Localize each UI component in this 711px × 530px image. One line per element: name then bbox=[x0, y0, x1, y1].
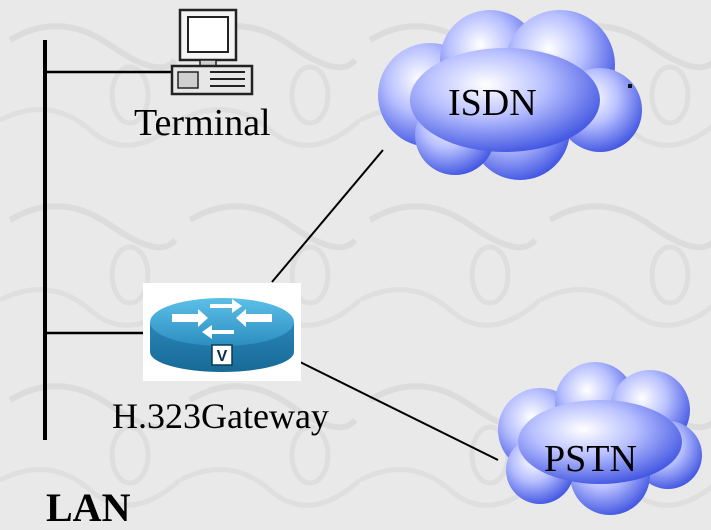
pstn-cloud-icon bbox=[498, 362, 702, 515]
router-badge: V bbox=[217, 348, 228, 365]
isdn-cloud-icon bbox=[378, 10, 642, 180]
stray-dot bbox=[628, 84, 632, 88]
gateway-isdn-link bbox=[271, 149, 384, 283]
computer-terminal-icon bbox=[170, 8, 254, 96]
gateway-pstn-link bbox=[299, 361, 499, 461]
pstn-label: PSTN bbox=[544, 438, 637, 480]
terminal-label: Terminal bbox=[134, 102, 271, 144]
gateway-label: H.323Gateway bbox=[112, 396, 329, 436]
voice-router-icon: V bbox=[143, 283, 301, 381]
isdn-label: ISDN bbox=[448, 82, 537, 124]
lan-label: LAN bbox=[46, 485, 131, 530]
